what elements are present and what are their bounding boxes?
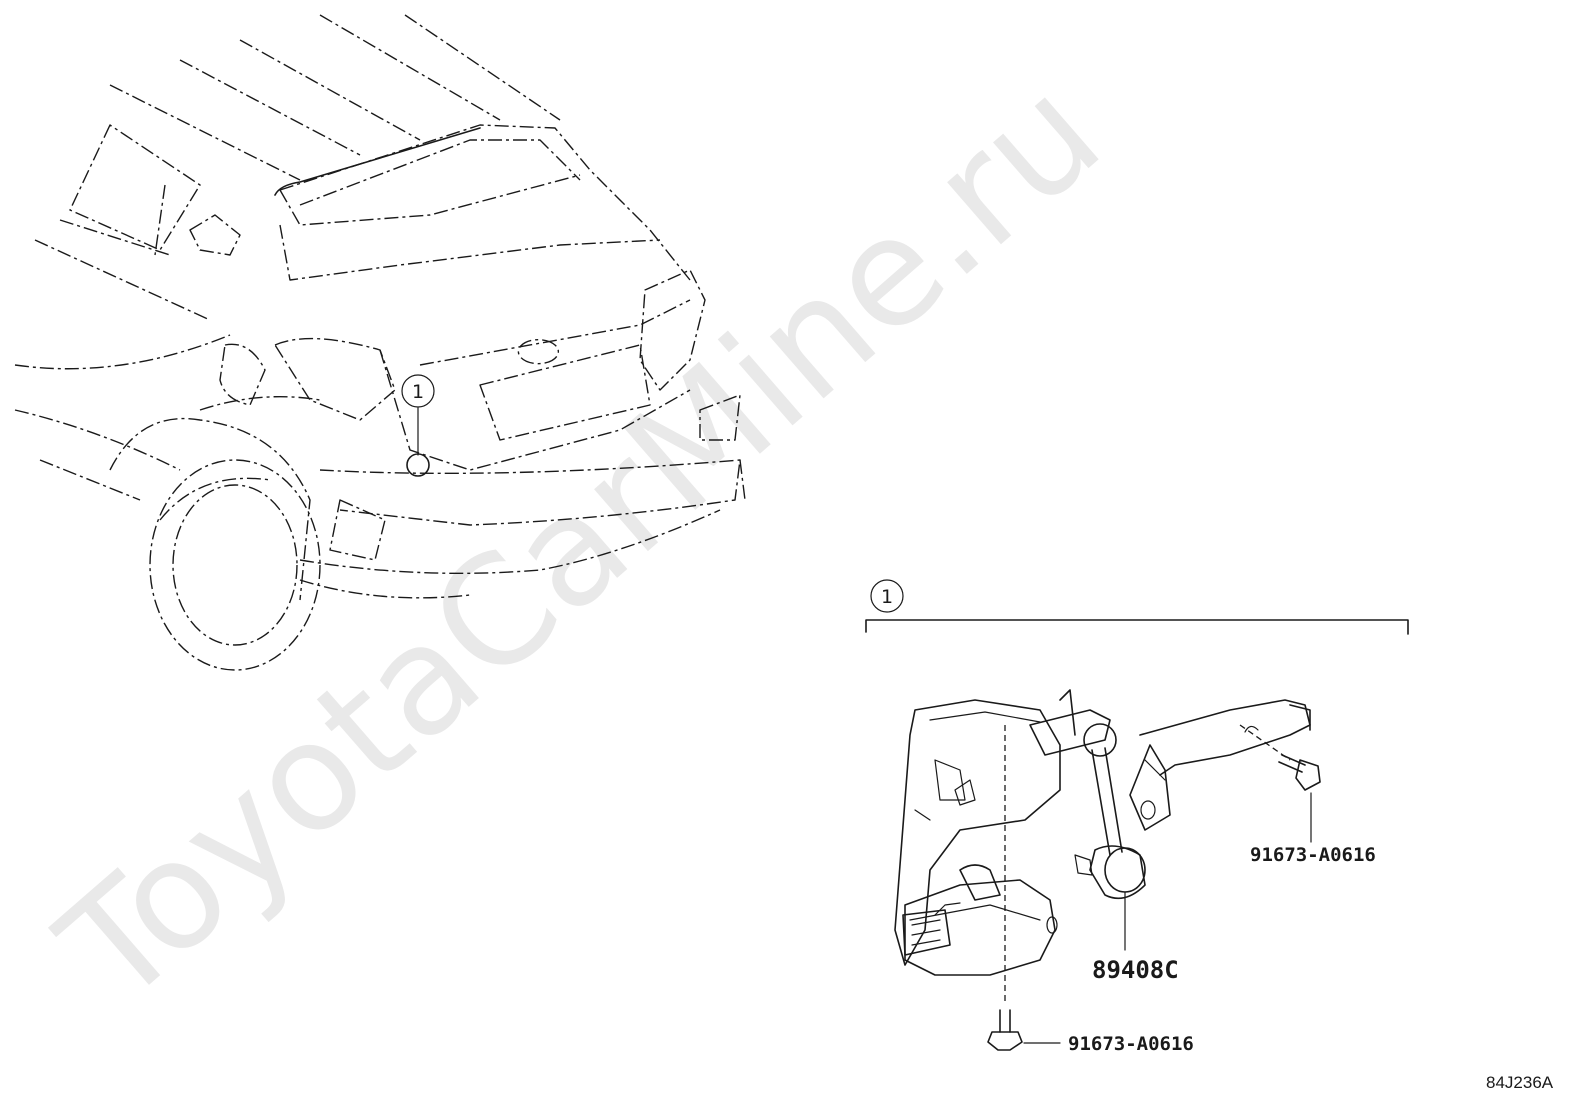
height-sensor-assembly xyxy=(894,689,1311,1005)
vehicle-callout-label: 1 xyxy=(412,381,424,403)
sensor-part-number: 89408C xyxy=(1092,956,1179,984)
vehicle-rear-view: 1 xyxy=(14,14,746,671)
sensor-callout: 89408C xyxy=(1092,891,1179,984)
upper-bolt-part-number: 91673-A0616 xyxy=(1250,844,1376,866)
figure-code: 84J236A xyxy=(1486,1073,1554,1092)
lower-bolt: 91673-A0616 xyxy=(987,1009,1194,1055)
group-callout-label: 1 xyxy=(881,586,893,608)
lower-bolt-part-number: 91673-A0616 xyxy=(1068,1033,1194,1055)
assembly-group-bracket: 1 xyxy=(865,579,1409,635)
upper-bolt: 91673-A0616 xyxy=(1250,754,1376,866)
